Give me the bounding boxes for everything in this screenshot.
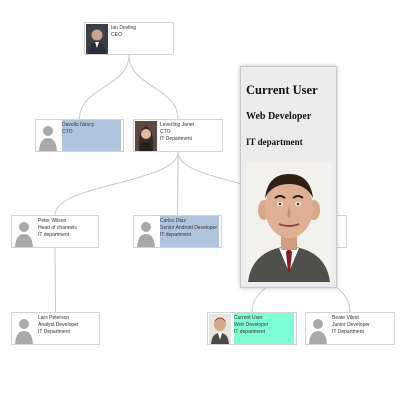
node-name: Davolio Nancy: [62, 122, 95, 128]
avatar-photo: [135, 121, 157, 151]
avatar-placeholder: [37, 121, 59, 151]
node-name: Leverling Janet: [160, 122, 194, 128]
node-info: Carlos Diaz Senior Android Developer IT …: [160, 216, 219, 247]
node-info: Leverling Janet CTO IT Department: [160, 120, 220, 151]
current-user-tooltip: Current User Web Developer IT department: [240, 66, 337, 288]
avatar-photo: [86, 24, 108, 54]
node-info: Current User Web Developer IT department: [234, 313, 294, 344]
node-title: Junior Developer: [332, 322, 370, 328]
node-department: IT Department: [160, 136, 192, 142]
node-title: Senior Android Developer: [160, 225, 217, 231]
node-name: Beate Vileid: [332, 315, 359, 321]
node-title: CEO: [111, 32, 122, 38]
org-link: [79, 54, 130, 120]
node-department: IT department: [234, 329, 266, 335]
org-node-current-user[interactable]: Current User Web Developer IT department: [207, 312, 297, 345]
org-link: [54, 151, 179, 216]
org-node-junior-dev[interactable]: Beate Vileid Junior Developer IT Departm…: [305, 312, 395, 345]
node-department: IT Department: [38, 329, 70, 335]
node-title: Web Developer: [234, 322, 269, 328]
tooltip-department: IT department: [246, 137, 303, 147]
node-title: Analyst Developer: [38, 322, 79, 328]
node-title: Head of channels: [38, 225, 77, 231]
org-node-cto-leverling[interactable]: Leverling Janet CTO IT Department: [133, 119, 223, 152]
avatar-placeholder: [135, 217, 157, 247]
node-name: Lars Peterson: [38, 315, 70, 321]
node-info: Beate Vileid Junior Developer IT Departm…: [332, 313, 392, 344]
node-info: Davolio Nancy CTO: [62, 120, 121, 151]
org-node-analyst[interactable]: Lars Peterson Analyst Developer IT Depar…: [11, 312, 100, 345]
node-department: IT department: [160, 232, 192, 238]
org-node-ceo[interactable]: Ian Devling CEO: [84, 22, 174, 55]
org-link: [54, 247, 56, 313]
tooltip-position: Web Developer: [246, 111, 312, 122]
node-name: Carlos Diaz: [160, 218, 186, 224]
tooltip-photo: [246, 162, 332, 282]
node-department: IT department: [38, 232, 70, 238]
node-name: Peter Wilson: [38, 218, 67, 224]
node-info: Lars Peterson Analyst Developer IT Depar…: [38, 313, 97, 344]
org-node-head-channels[interactable]: Peter Wilson Head of channels IT departm…: [11, 215, 99, 248]
node-info: Ian Devling CEO: [111, 23, 171, 54]
node-name: Current User: [234, 315, 263, 321]
node-info: Peter Wilson Head of channels IT departm…: [38, 216, 96, 247]
avatar-placeholder: [13, 314, 35, 344]
node-title: CTO: [62, 129, 73, 135]
tooltip-title: Current User: [246, 83, 318, 97]
node-department: IT Department: [332, 329, 364, 335]
org-node-android-dev[interactable]: Carlos Diaz Senior Android Developer IT …: [133, 215, 222, 248]
org-node-cto-davolio[interactable]: Davolio Nancy CTO: [35, 119, 124, 152]
avatar-photo: [209, 314, 231, 344]
org-link: [177, 151, 179, 216]
avatar-placeholder: [13, 217, 35, 247]
org-link: [128, 54, 179, 120]
node-title: CTO: [160, 129, 171, 135]
avatar-placeholder: [307, 314, 329, 344]
node-name: Ian Devling: [111, 25, 137, 31]
